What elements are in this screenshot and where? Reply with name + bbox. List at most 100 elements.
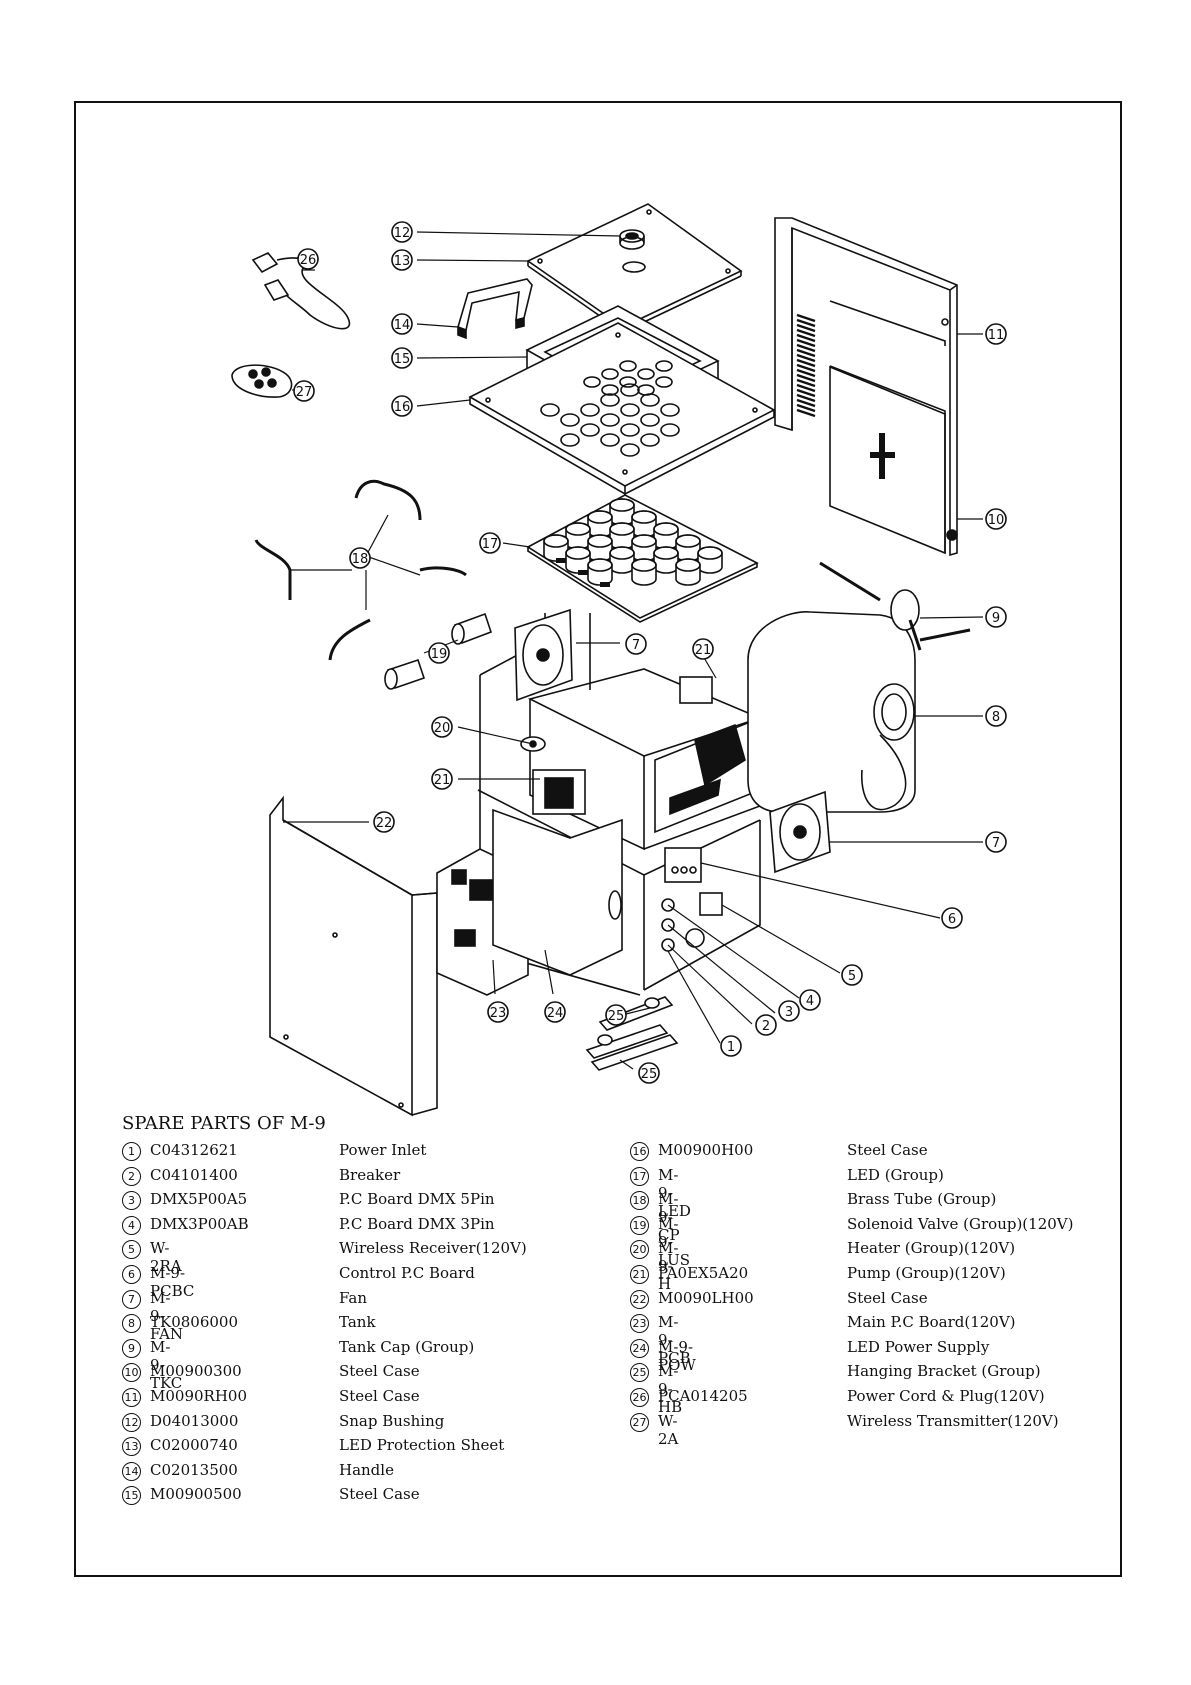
part-number-circle: 4: [122, 1215, 141, 1235]
led-cylinders: [543, 498, 723, 586]
callout-8: 8: [985, 705, 1007, 727]
part-description: Steel Case: [847, 1141, 928, 1159]
svg-text:24: 24: [547, 1006, 564, 1021]
hanging-brackets: [585, 996, 679, 1071]
part-code: W-2A: [658, 1411, 679, 1448]
callout-markers: 1 2 3 4 5 6 7 7 8 9 10 11 12 13 14 15 16…: [293, 221, 1007, 1084]
part-code: M0090LH00: [658, 1288, 754, 1307]
part-code: M-9-LUS: [658, 1214, 691, 1269]
callout-17: 17: [479, 532, 501, 554]
callout-2: 2: [755, 1014, 777, 1036]
part-number-circle: 17: [630, 1166, 649, 1186]
part-code: M-9-CP: [658, 1190, 680, 1245]
part-description: P.C Board DMX 5Pin: [339, 1190, 495, 1209]
callout-23: 23: [487, 1001, 509, 1023]
fan-upper: [514, 608, 573, 702]
part-code: M0090RH00: [150, 1386, 247, 1405]
callout-25-top: 25: [605, 1004, 627, 1026]
part-code: M-9-POW: [658, 1337, 696, 1374]
control-panel: [664, 847, 702, 883]
tank-cap: [819, 561, 971, 651]
part-description: Handle: [339, 1460, 394, 1479]
wireless-transmitter: [231, 364, 293, 398]
part-code: PCA014205: [658, 1386, 748, 1405]
part-code: M-9-PCBC: [150, 1263, 195, 1300]
svg-text:18: 18: [352, 552, 369, 567]
part-code: M00900500: [150, 1485, 242, 1504]
brass-tubes: [254, 479, 467, 661]
part-description: Fan: [339, 1288, 367, 1307]
svg-text:17: 17: [482, 537, 499, 552]
svg-text:2: 2: [762, 1019, 770, 1034]
svg-text:14: 14: [394, 318, 411, 333]
part-code: TK0806000: [150, 1313, 239, 1332]
part-number-circle: 1: [122, 1142, 141, 1161]
part-description: P.C Board DMX 3Pin: [339, 1214, 495, 1233]
svg-text:22: 22: [376, 816, 393, 831]
part-code: M00900300: [150, 1362, 242, 1381]
part-code: W-2RA: [150, 1239, 182, 1276]
callout-4: 4: [799, 989, 821, 1011]
svg-text:20: 20: [434, 721, 451, 736]
steel-case-right-panel: [774, 217, 958, 557]
callout-14: 14: [391, 313, 413, 335]
callout-19: 19: [428, 642, 450, 664]
part-code: C02013500: [150, 1460, 238, 1479]
svg-text:25: 25: [608, 1009, 625, 1024]
fan-lower: [769, 790, 831, 874]
callout-7-upper: 7: [625, 633, 647, 655]
svg-text:21: 21: [695, 643, 712, 658]
svg-text:23: 23: [490, 1006, 507, 1021]
side-vent: [654, 716, 761, 834]
part-number-circle: 5: [122, 1240, 141, 1260]
part-code: M-9-PCB: [658, 1313, 691, 1368]
callout-7-lower: 7: [985, 831, 1007, 853]
svg-text:1: 1: [727, 1040, 735, 1055]
part-description: Hanging Bracket (Group): [847, 1362, 1041, 1381]
part-number-circle: 20: [630, 1240, 649, 1260]
callout-20: 20: [431, 716, 453, 738]
svg-text:7: 7: [632, 638, 640, 653]
led-power-supply: [492, 808, 623, 976]
svg-text:16: 16: [394, 400, 411, 415]
part-code: M00900H00: [658, 1141, 754, 1159]
svg-text:6: 6: [948, 912, 956, 927]
callout-13: 13: [391, 249, 413, 271]
part-number-circle: 13: [122, 1437, 141, 1457]
part-description: Steel Case: [339, 1485, 420, 1504]
part-description: Tank Cap (Group): [339, 1337, 475, 1356]
part-description: LED Protection Sheet: [339, 1436, 505, 1455]
callout-11: 11: [985, 323, 1007, 345]
steel-case-plate: [468, 322, 776, 495]
steel-case-left: [269, 795, 438, 1117]
part-number-circle: 18: [630, 1191, 649, 1211]
callout-6: 6: [941, 907, 963, 929]
part-description: Heater (Group)(120V): [847, 1239, 1016, 1258]
part-description: Power Cord & Plug(120V): [847, 1386, 1045, 1405]
part-description: Steel Case: [339, 1362, 420, 1381]
svg-text:4: 4: [806, 994, 814, 1009]
callout-12: 12: [391, 221, 413, 243]
part-number-circle: 23: [630, 1314, 649, 1334]
callout-21-front: 21: [431, 768, 453, 790]
svg-text:11: 11: [988, 328, 1005, 343]
svg-text:21: 21: [434, 773, 451, 788]
callout-15: 15: [391, 347, 413, 369]
part-number-circle: 7: [122, 1289, 141, 1309]
parts-list-title: SPARE PARTS OF M-9: [122, 1113, 326, 1134]
part-code: M-9-LED: [658, 1165, 691, 1220]
callout-27: 27: [293, 380, 315, 402]
callout-26: 26: [297, 248, 319, 270]
callout-5: 5: [841, 964, 863, 986]
leader-lines: [283, 231, 984, 1070]
part-number-circle: 15: [122, 1486, 141, 1506]
callout-24: 24: [544, 1001, 566, 1023]
svg-text:7: 7: [992, 836, 1000, 851]
part-description: Breaker: [339, 1165, 401, 1184]
part-description: Wireless Transmitter(120V): [847, 1411, 1059, 1430]
callout-1: 1: [720, 1035, 742, 1057]
part-code: C04101400: [150, 1165, 238, 1184]
part-number-circle: 14: [122, 1461, 141, 1481]
svg-text:9: 9: [992, 611, 1000, 626]
